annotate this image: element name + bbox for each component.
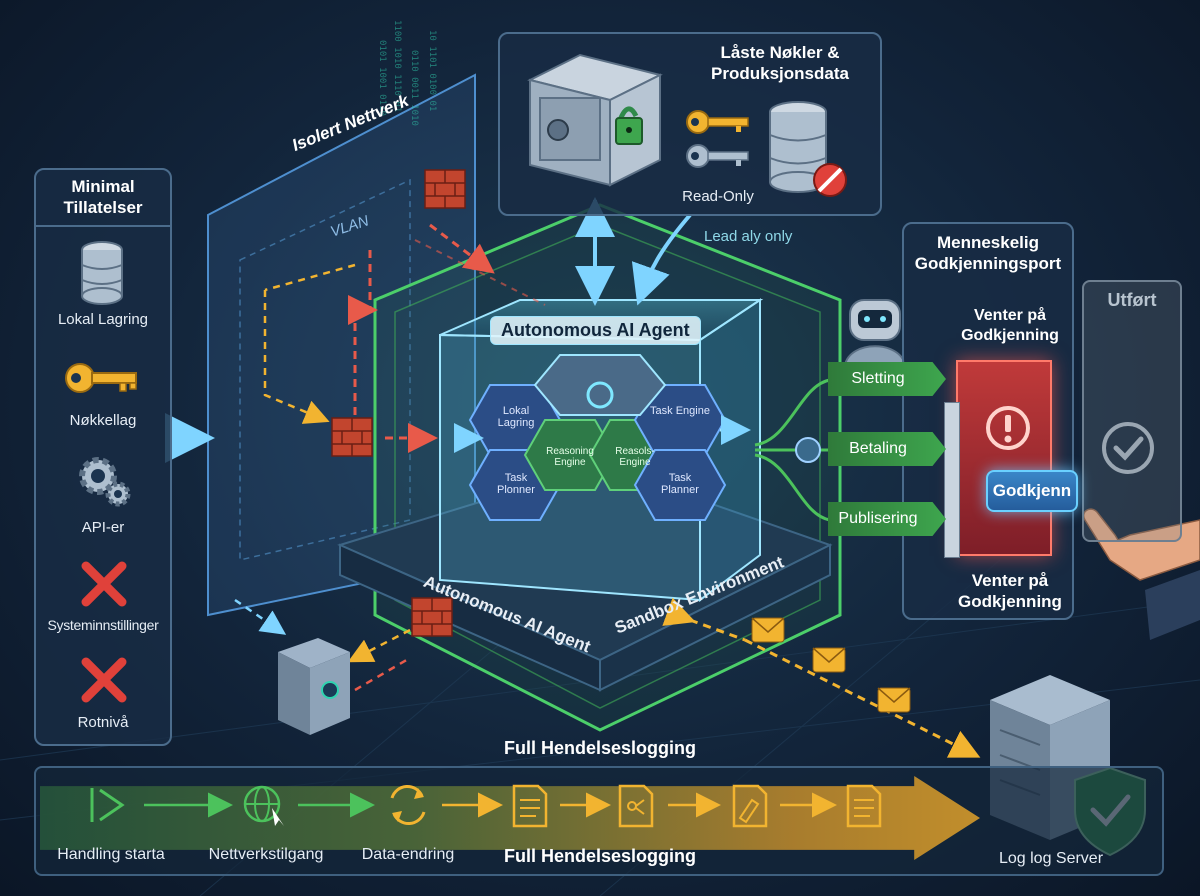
agent-title: Autonomous AI Agent — [490, 316, 701, 345]
perm-label-local-storage: Lokal Lagring — [57, 311, 149, 328]
done-label: Utført — [1107, 290, 1157, 310]
robot-icon — [843, 299, 907, 366]
approve-button[interactable]: Godkjenn — [986, 470, 1078, 512]
key-icon — [62, 358, 142, 398]
gears-icon — [74, 452, 134, 508]
done-check-icon — [1100, 420, 1156, 476]
binary-rain: 0101 1001 0110 1100 1010 1110 01 0110 00… — [377, 20, 437, 126]
module-label-6: Task Planner — [661, 472, 699, 496]
module-label-2: Task Engine — [650, 405, 710, 417]
log-step-data-change: Data-endring — [361, 846, 455, 863]
door-frame — [944, 402, 960, 558]
database-blocked-icon — [764, 100, 854, 200]
svg-text:1100 1010 1110 01: 1100 1010 1110 01 — [392, 20, 402, 112]
logging-bar — [40, 776, 980, 860]
perm-label-key-layer: Nøkkellag — [69, 412, 137, 429]
perm-label-root-level: Rotnivå — [77, 714, 129, 731]
log-server-label: Log log Server — [998, 850, 1104, 867]
perm-label-system-settings: Systeminnstillinger — [47, 617, 159, 633]
local-server-icon — [278, 638, 350, 735]
done-panel — [1082, 280, 1182, 542]
logging-title-bottom: Full Hendelseslogging — [503, 846, 696, 866]
lead-only-label: Lead aly only — [704, 228, 793, 245]
read-only-arrow — [631, 213, 692, 306]
log-step-action-started: Handling starta — [57, 846, 165, 863]
human-approval-title: Menneskelig Godkjenningsport — [914, 233, 1062, 273]
perm-label-apis: API-er — [81, 519, 125, 536]
router-gear-icon — [795, 437, 821, 463]
action-publish[interactable]: Publisering — [828, 502, 946, 536]
cross-icon — [80, 656, 128, 704]
minimal-permissions-title: Minimal Tillatelser — [63, 177, 143, 217]
svg-text:10 1101 0100 01: 10 1101 0100 01 — [427, 30, 437, 111]
log-step-network-access: Nettverkstilgang — [208, 846, 324, 863]
svg-text:0110 0011 1010: 0110 0011 1010 — [409, 50, 419, 126]
action-payment[interactable]: Betaling — [828, 432, 946, 466]
key-icon — [684, 108, 754, 178]
vault-safe-icon — [520, 40, 670, 190]
svg-text:0101 1001 0110: 0101 1001 0110 — [377, 40, 387, 116]
vlan-panel — [239, 178, 411, 561]
firewall-icon — [331, 169, 466, 637]
cross-icon — [80, 560, 128, 608]
engine-modules — [468, 354, 727, 521]
module-label-3: Reasoning Engine — [546, 446, 594, 468]
locked-keys-title: Låste Nøkler & Produksjonsdata — [711, 43, 849, 83]
module-label-5: Task Plonner — [497, 472, 535, 496]
envelope-icon — [751, 617, 911, 713]
read-only-label: Read-Only — [682, 188, 754, 205]
module-label-1: Lokal Lagring — [497, 405, 535, 429]
database-icon — [78, 240, 126, 306]
alert-icon — [984, 404, 1032, 452]
action-delete[interactable]: Sletting — [828, 362, 946, 396]
logging-title-top: Full Hendelseslogging — [503, 738, 696, 758]
waiting-door — [956, 360, 1052, 556]
waiting-approval-top: Venter på Godkjenning — [961, 307, 1059, 344]
waiting-approval-bottom: Venter på Godkjenning — [958, 571, 1062, 611]
module-label-4: Reasols-Engine — [615, 446, 655, 468]
left-panel-divider — [34, 225, 172, 227]
